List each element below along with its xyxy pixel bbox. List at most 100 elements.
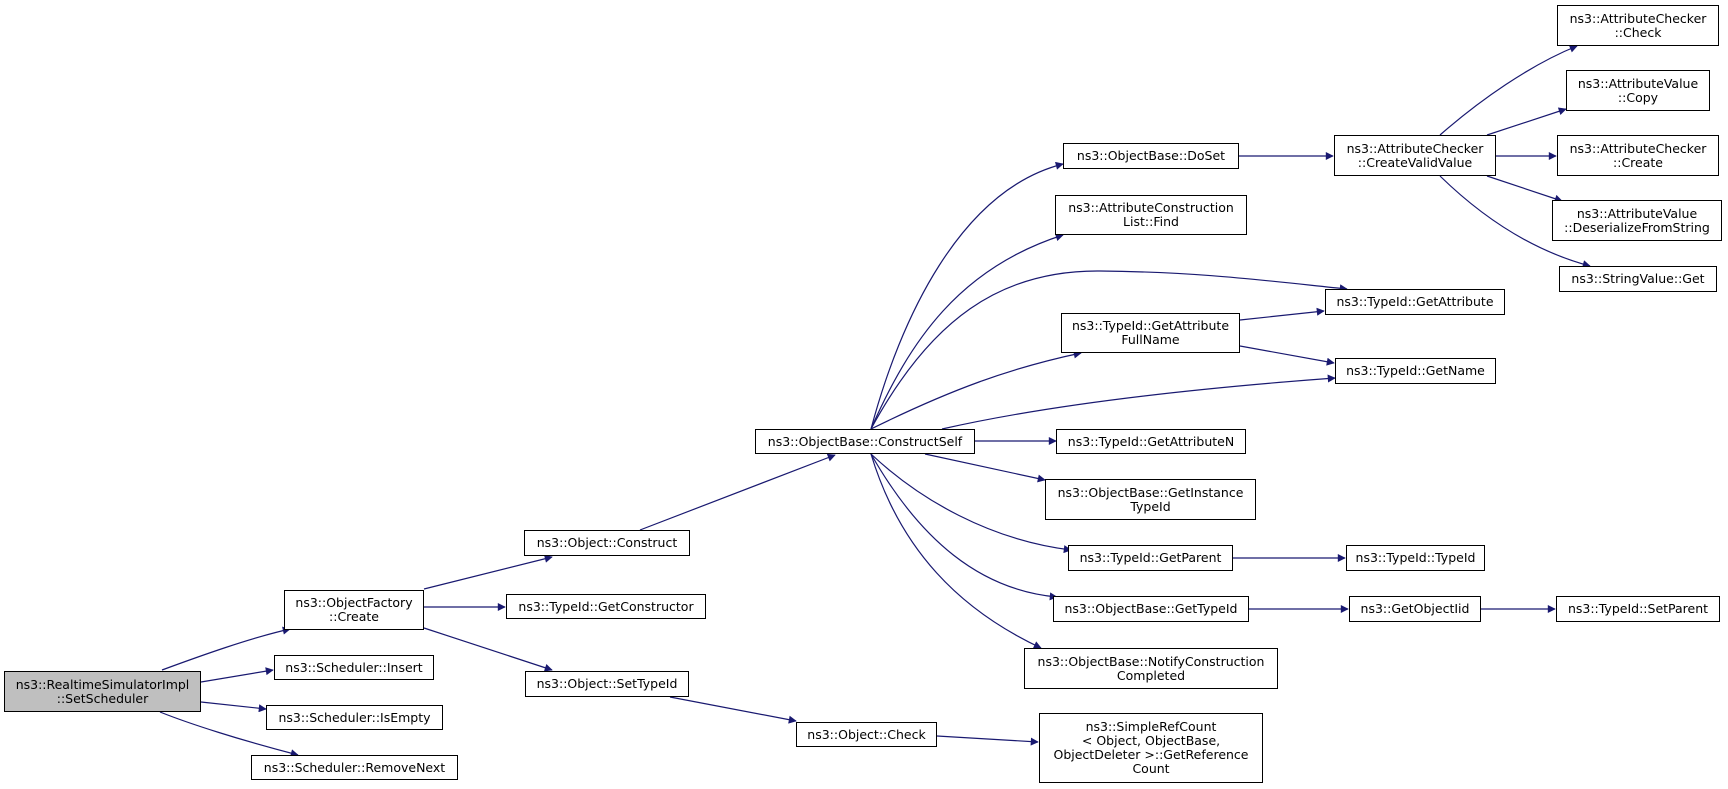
node-label-line: ns3::ObjectBase::GetTypeId	[1064, 601, 1238, 616]
node-attribute-checker-create-valid-value[interactable]: ns3::AttributeChecker ::CreateValidValue	[1334, 135, 1496, 176]
node-object-check[interactable]: ns3::Object::Check	[796, 722, 937, 747]
node-label-line: ns3::ObjectBase::DoSet	[1076, 148, 1226, 163]
edge-getattributefullname-to-typeid-getattribute	[1239, 307, 1325, 321]
edge-constructself-to-objectbase-gettypeid	[870, 453, 1058, 601]
node-label-line: ns3::ObjectBase::GetInstance	[1057, 484, 1244, 500]
node-label-line: ::DeserializeFromString	[1564, 219, 1710, 235]
node-label-line: ns3::TypeId::GetAttribute	[1071, 318, 1230, 333]
edge-createvalidvalue-to-attributevalue-copy	[1486, 107, 1567, 136]
node-objectbase-get-typeid[interactable]: ns3::ObjectBase::GetTypeId	[1053, 596, 1249, 622]
node-label-line: Completed	[1116, 667, 1186, 683]
node-label-line: ns3::SimpleRefCount	[1085, 719, 1217, 734]
edge-root-to-scheduler-removenext	[159, 711, 299, 758]
node-label-line: ns3::Scheduler::IsEmpty	[278, 709, 431, 725]
node-label-line: ::Create	[1613, 154, 1663, 170]
node-label-line: ::CreateValidValue	[1357, 154, 1473, 170]
node-label-line: Count	[1132, 761, 1170, 776]
node-label-line: ns3::StringValue::Get	[1571, 271, 1705, 286]
node-label-line: ns3::ObjectBase::ConstructSelf	[767, 433, 963, 449]
node-object-construct[interactable]: ns3::Object::Construct	[524, 530, 690, 556]
edge-createvalidvalue-to-attributevalue-deserializefromstring	[1486, 175, 1563, 203]
node-typeid-set-parent[interactable]: ns3::TypeId::SetParent	[1556, 596, 1720, 622]
edge-createvalidvalue-to-attributechecker-check	[1439, 44, 1578, 136]
edge-root-to-scheduler-insert	[200, 667, 274, 683]
edge-root-to-scheduler-isempty	[200, 701, 267, 713]
node-typeid-get-attribute-full-name[interactable]: ns3::TypeId::GetAttribute FullName	[1061, 313, 1240, 353]
node-label-line: ns3::Object::Construct	[536, 535, 678, 550]
node-label-line: ::Create	[329, 609, 379, 624]
node-scheduler-insert[interactable]: ns3::Scheduler::Insert	[274, 655, 434, 680]
node-label-line: ns3::Object::SetTypeId	[536, 676, 678, 691]
node-label-line: ns3::ObjectFactory	[295, 595, 413, 610]
edge-constructself-to-typeid-getattribute	[870, 270, 1348, 430]
node-label-line: ns3::TypeId::GetAttribute	[1336, 294, 1494, 309]
node-realtime-simulator-impl-set-scheduler: ns3::RealtimeSimulatorImpl ::SetSchedule…	[4, 671, 201, 712]
node-label-line: ns3::AttributeChecker	[1346, 140, 1484, 156]
edge-constructself-to-typeid-getparent	[870, 453, 1072, 554]
node-label-line: ns3::AttributeValue	[1577, 75, 1699, 91]
node-label-line: ns3::AttributeChecker	[1569, 10, 1707, 26]
node-objectbase-construct-self[interactable]: ns3::ObjectBase::ConstructSelf	[755, 429, 975, 454]
node-objectbase-get-instance-typeid[interactable]: ns3::ObjectBase::GetInstance TypeId	[1045, 479, 1256, 520]
edge-createvalidvalue-to-stringvalue-get	[1439, 175, 1591, 269]
node-label-line: ns3::TypeId::SetParent	[1567, 601, 1709, 616]
node-label-line: ns3::TypeId::GetName	[1346, 363, 1485, 378]
node-label-line: ns3::AttributeChecker	[1569, 140, 1707, 156]
node-label-line: ObjectDeleter >::GetReference	[1053, 747, 1249, 762]
node-typeid-get-attribute-n[interactable]: ns3::TypeId::GetAttributeN	[1056, 429, 1246, 454]
node-typeid-get-parent[interactable]: ns3::TypeId::GetParent	[1068, 545, 1233, 571]
node-label-line: ::SetScheduler	[56, 690, 149, 706]
node-objectbase-doset[interactable]: ns3::ObjectBase::DoSet	[1063, 143, 1239, 169]
node-label-line: ns3::Scheduler::RemoveNext	[263, 759, 446, 775]
edge-objectfactory-create-to-object-settypeid	[423, 627, 553, 672]
node-objectbase-notify-construction-completed[interactable]: ns3::ObjectBase::NotifyConstruction Comp…	[1024, 648, 1278, 689]
node-object-set-typeid[interactable]: ns3::Object::SetTypeId	[525, 671, 689, 697]
node-label-line: TypeId	[1130, 498, 1171, 514]
node-typeid-get-attribute[interactable]: ns3::TypeId::GetAttribute	[1325, 289, 1505, 315]
node-get-object-iid[interactable]: ns3::GetObjectIid	[1349, 596, 1481, 622]
edge-object-settypeid-to-object-check	[669, 696, 797, 724]
node-label-line: FullName	[1121, 332, 1180, 347]
node-scheduler-isempty[interactable]: ns3::Scheduler::IsEmpty	[266, 705, 443, 730]
node-label-line: ns3::ObjectBase::NotifyConstruction	[1037, 653, 1265, 669]
edge-constructself-to-notifyconstructioncompleted	[870, 453, 1042, 649]
node-attribute-checker-check[interactable]: ns3::AttributeChecker ::Check	[1557, 5, 1719, 46]
node-label-line: List::Find	[1123, 214, 1179, 229]
edge-constructself-to-doset	[870, 161, 1064, 430]
edge-constructself-to-attributeconstructionlist-find	[870, 233, 1064, 430]
node-attribute-checker-create[interactable]: ns3::AttributeChecker ::Create	[1557, 135, 1719, 176]
node-label-line: ns3::TypeId::TypeId	[1355, 550, 1476, 565]
node-label-line: < Object, ObjectBase,	[1081, 733, 1221, 748]
edge-root-to-objectfactory-create	[161, 626, 291, 671]
edge-constructself-to-getattributefullname	[870, 350, 1082, 430]
node-object-factory-create[interactable]: ns3::ObjectFactory ::Create	[284, 590, 424, 630]
node-string-value-get[interactable]: ns3::StringValue::Get	[1559, 266, 1717, 292]
node-label-line: ns3::TypeId::GetAttributeN	[1067, 433, 1235, 449]
node-label-line: ns3::AttributeValue	[1576, 205, 1698, 221]
node-label-line: ns3::Object::Check	[807, 726, 926, 742]
edge-object-check-to-simplerefcount	[936, 735, 1039, 746]
node-label-line: ns3::TypeId::GetConstructor	[518, 598, 694, 614]
node-label-line: ns3::GetObjectIid	[1360, 601, 1470, 616]
edge-object-construct-to-objectbase-constructself	[639, 453, 836, 531]
node-typeid-typeid[interactable]: ns3::TypeId::TypeId	[1346, 545, 1485, 571]
edge-constructself-to-typeid-getname	[941, 374, 1336, 430]
node-label-line: ::Check	[1614, 24, 1662, 40]
node-attribute-value-copy[interactable]: ns3::AttributeValue ::Copy	[1566, 70, 1710, 111]
node-scheduler-remove-next[interactable]: ns3::Scheduler::RemoveNext	[251, 755, 458, 780]
edge-objectfactory-create-to-object-construct	[423, 554, 553, 590]
node-typeid-get-name[interactable]: ns3::TypeId::GetName	[1335, 358, 1496, 384]
edge-getattributefullname-to-typeid-getname	[1239, 345, 1335, 366]
node-label-line: ns3::TypeId::GetParent	[1079, 550, 1222, 565]
edge-constructself-to-getinstancetypeid	[924, 453, 1046, 483]
node-label-line: ns3::RealtimeSimulatorImpl	[15, 676, 190, 692]
node-label-line: ::Copy	[1617, 89, 1659, 105]
node-typeid-get-constructor[interactable]: ns3::TypeId::GetConstructor	[506, 594, 706, 619]
node-label-line: ns3::AttributeConstruction	[1068, 200, 1234, 215]
node-simple-ref-count-get-reference-count[interactable]: ns3::SimpleRefCount < Object, ObjectBase…	[1039, 713, 1263, 783]
node-attribute-value-deserialize-from-string[interactable]: ns3::AttributeValue ::DeserializeFromStr…	[1552, 200, 1722, 241]
node-label-line: ns3::Scheduler::Insert	[285, 659, 423, 675]
node-attribute-construction-list-find[interactable]: ns3::AttributeConstruction List::Find	[1055, 195, 1247, 235]
